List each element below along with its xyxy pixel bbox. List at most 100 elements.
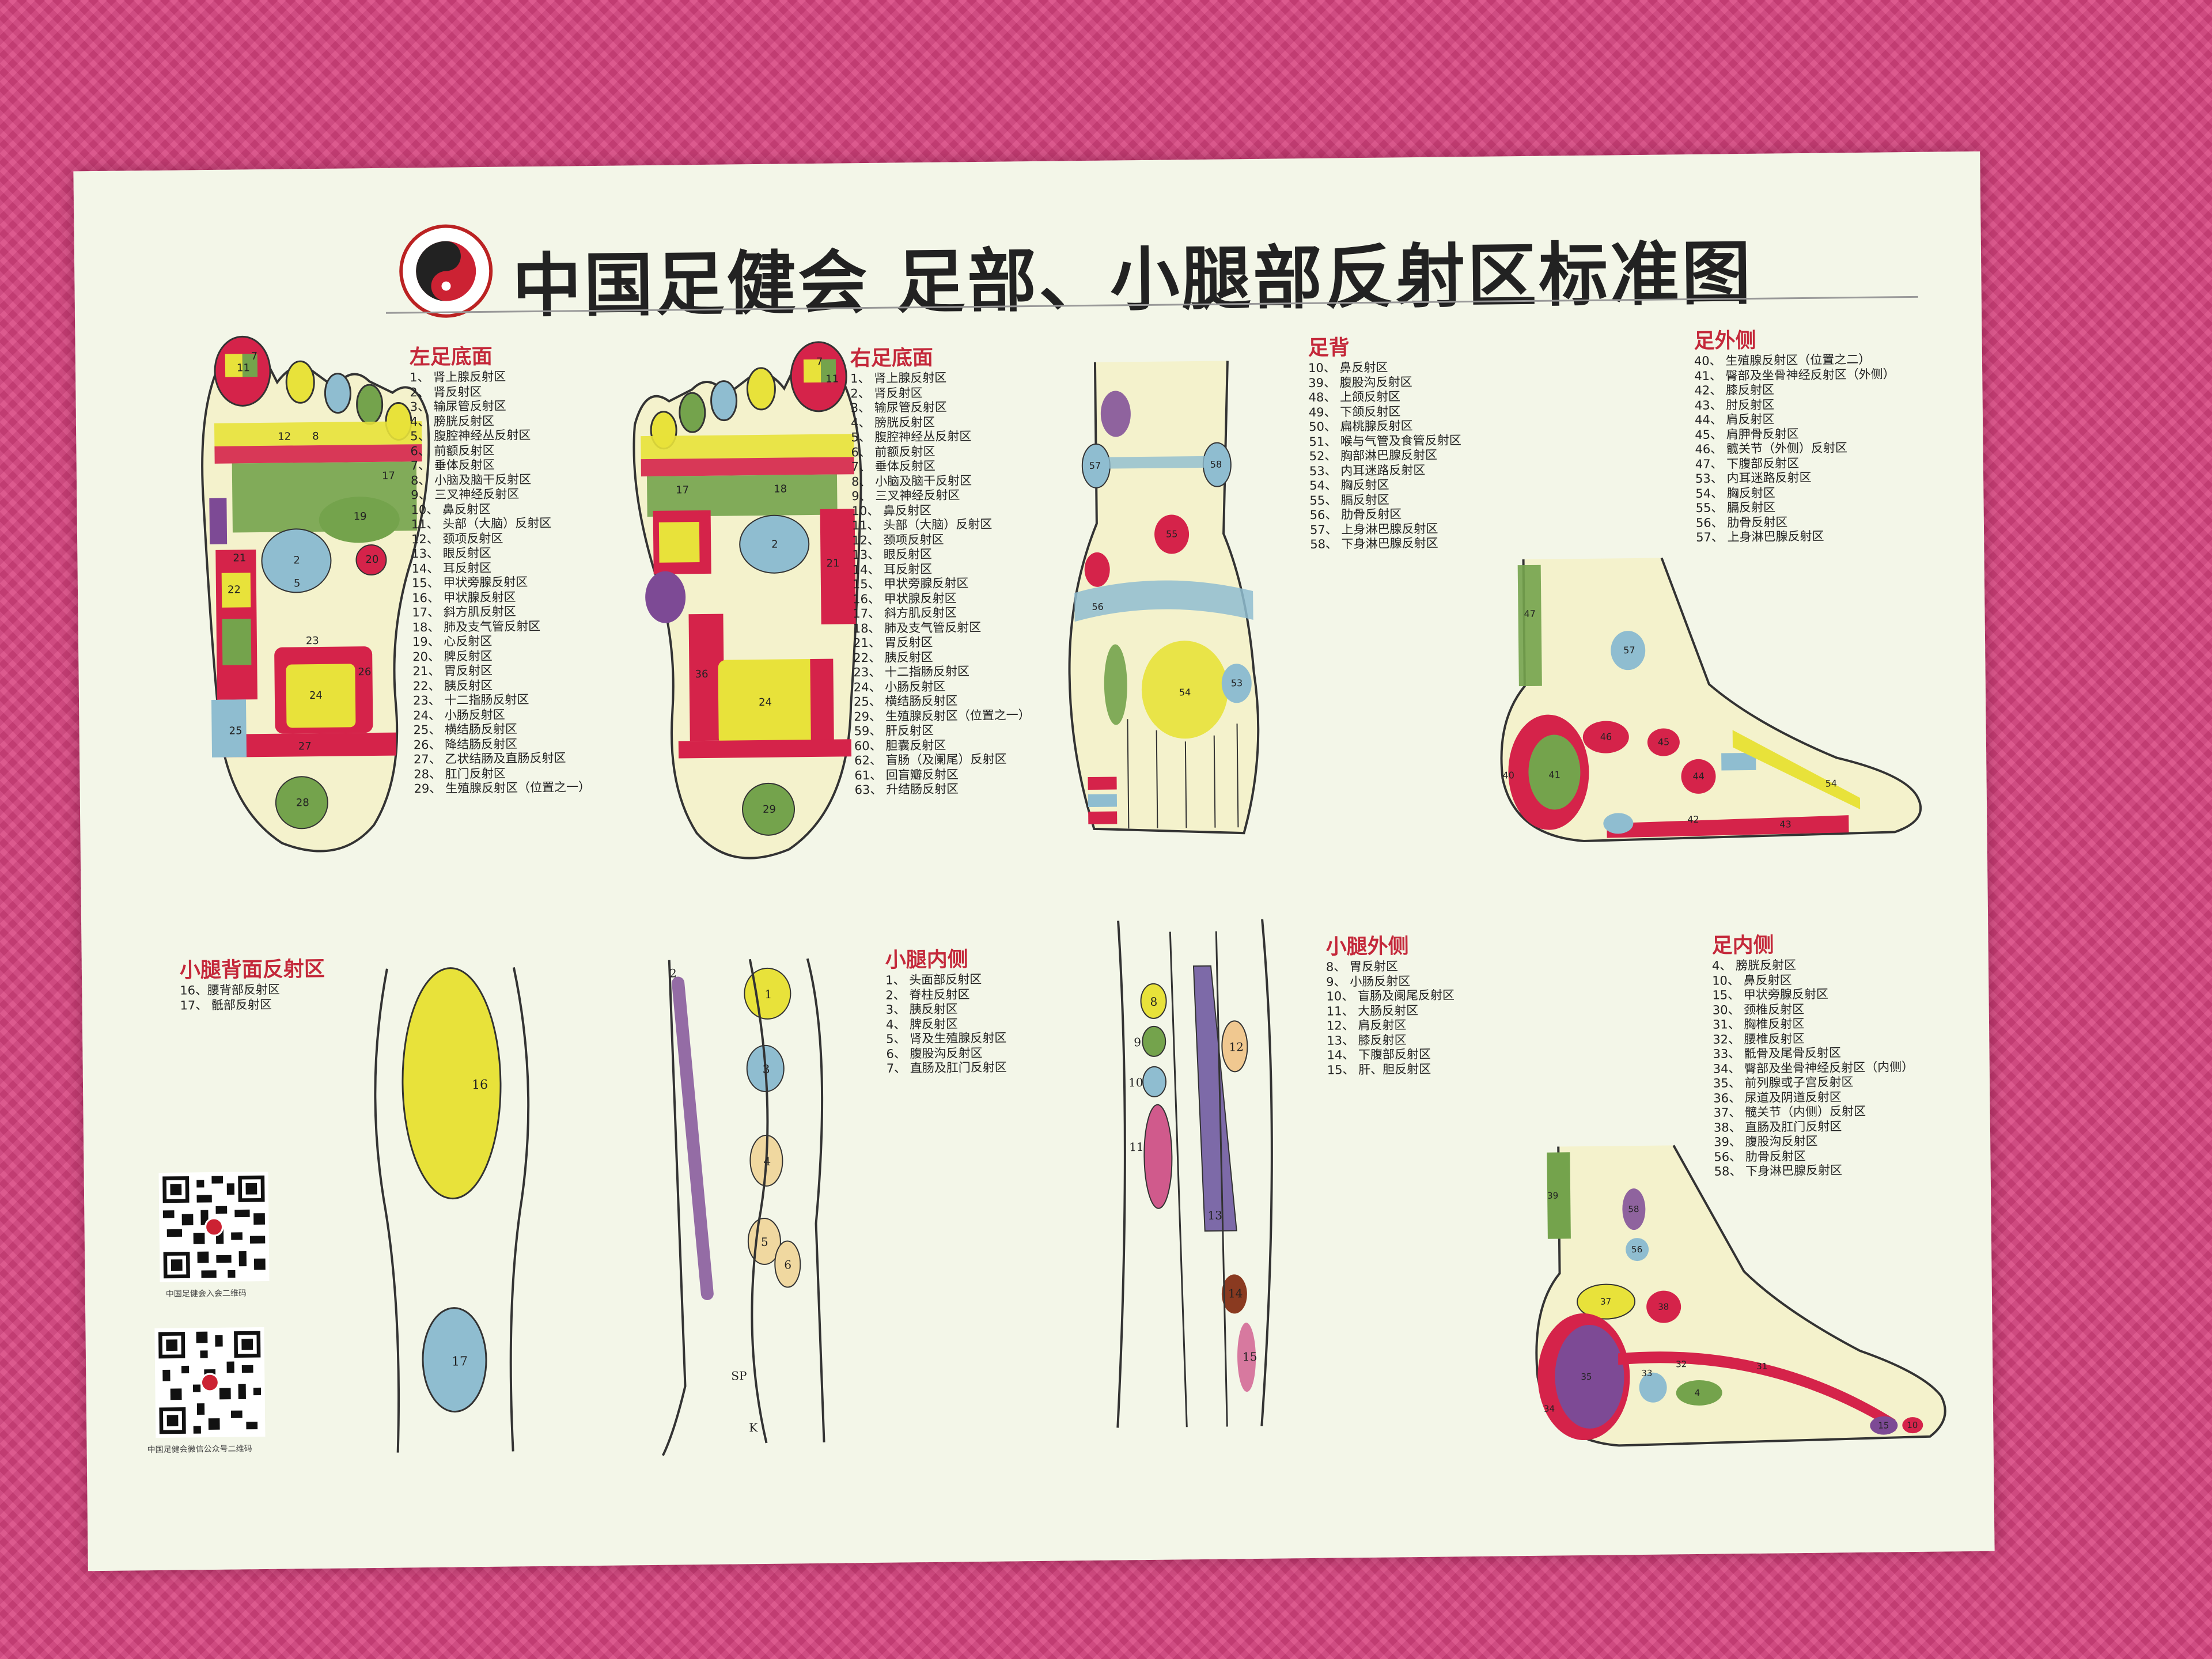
legend-item: 19、 心反射区 [412,634,493,649]
legend-item: 22、 胰反射区 [412,678,493,693]
left-sole-zone-label: 20 [365,554,378,566]
legend-item: 8、 胃反射区 [1325,959,1399,974]
legend-item: 18、 肺及支气管反射区 [412,619,541,634]
calf-back-zone-label: 17 [452,1354,468,1369]
outer-foot-zone-label: 43 [1779,819,1791,830]
page-title: 中国足健会 足部、小腿部反射区标准图 [512,233,1753,327]
legend-item: 33、 骶骨及尾骨反射区 [1713,1046,1842,1061]
calf-back-figure: 16 17 [374,967,530,1453]
legend-item: 31、 胸椎反射区 [1712,1017,1805,1032]
left-sole-zone-label: 22 [228,584,241,596]
calf-outer-zone-label: 11 [1129,1140,1144,1154]
calf-inner-zone-label: 6 [784,1257,791,1271]
calf-outer-zone-label: 15 [1243,1350,1257,1363]
legend-item: 16、 甲状腺反射区 [853,590,957,606]
legend-item: 6、 前额反射区 [851,444,935,459]
legend-item: 3、 输尿管反射区 [410,399,506,414]
legend-item: 3、 胰反射区 [885,1002,958,1017]
legend-item: 16、 甲状腺反射区 [412,589,516,605]
legend-item: 55、 膈反射区 [1309,493,1389,507]
legend-item: 14、 耳反射区 [411,560,492,575]
instep-zone-label: 56 [1092,601,1104,612]
legend-item: 10、 鼻反射区 [411,502,491,517]
legend-item: 9、 三叉神经反射区 [851,488,960,503]
legend-item: 53、 内耳迷路反射区 [1695,470,1812,486]
right-sole-zone-label: 2 [771,539,778,551]
legend-item: 29、 生殖腺反射区（位置之一） [854,707,1031,724]
left-sole-zone-label: 28 [296,797,309,809]
legend-item: 28、 肛门反射区 [414,766,506,781]
legend-item: 4、 膀胱反射区 [850,415,935,430]
legend-item: 13、 眼反射区 [411,546,491,561]
outer-foot-zone-label: 57 [1623,645,1635,656]
legend-item: 5、 肾及生殖腺反射区 [886,1031,1007,1046]
instep-zone-label: 54 [1179,687,1191,698]
legend-item: 42、 膝反射区 [1694,382,1775,397]
legend-item: 54、 胸反射区 [1309,478,1389,493]
left-sole-figure: 11 7 12 8 17 19 21 20 22 2 5 23 26 24 25… [201,335,430,853]
outer-foot-zone-label: 41 [1548,769,1560,780]
outer-foot-zone-label: 44 [1692,771,1705,782]
inner-foot-zone-label: 35 [1581,1372,1592,1382]
calf-outer-zone-label: 12 [1229,1040,1244,1054]
inner-foot-title: 足内侧 [1711,933,1774,958]
legend-item: 12、 肩反射区 [1326,1018,1407,1033]
legend-item: 14、 下腹部反射区 [1327,1047,1431,1062]
left-sole-zone-label: 2 [293,554,300,566]
legend-item: 10、 鼻反射区 [1308,360,1388,375]
legend-item: 44、 肩反射区 [1694,412,1775,427]
right-sole-figure: 7 11 17 18 21 2 36 24 29 [632,341,862,859]
legend-item: 63、 升结肠反射区 [854,782,959,797]
legend-item: 22、 胰反射区 [853,650,933,665]
outer-foot-figure: 40 41 42 47 57 46 45 44 43 54 [1500,557,1922,843]
inner-foot-zone-label: 39 [1547,1191,1558,1201]
legend-item: 11、 头部（大脑）反射区 [851,517,993,533]
wechat-qr-code-icon[interactable] [154,1327,266,1438]
legend-item: 8、 小脑及脑干反射区 [851,473,972,488]
legend-item: 4、 脾反射区 [885,1016,959,1032]
legend-item: 29、 生殖腺反射区（位置之一） [414,780,591,796]
legend-item: 5、 腹腔神经丛反射区 [410,428,531,444]
right-sole-zone-label: 36 [695,668,708,680]
legend-item: 48、 上颌反射区 [1308,389,1401,404]
calf-inner-zone-label: 5 [761,1235,768,1249]
inner-foot-zone-label: 33 [1641,1368,1652,1378]
left-sole-zone-label: 17 [382,470,395,482]
legend-item: 12、 颈项反射区 [411,531,503,546]
instep-figure: 57 58 56 55 54 53 [1068,361,1260,835]
legend-item: 60、 胆囊反射区 [854,738,946,753]
membership-qr-code-icon[interactable] [158,1171,270,1282]
legend-item: 43、 肘反射区 [1694,397,1775,412]
legend-item: 39、 腹股沟反射区 [1308,374,1412,390]
legend-item: 35、 前列腺或子宫反射区 [1713,1075,1854,1090]
legend-item: 51、 喉与气管及食管反射区 [1309,433,1461,449]
legend-item: 40、 生殖腺反射区（位置之二） [1694,352,1871,368]
legend-item: 58、 下身淋巴腺反射区 [1310,536,1438,551]
legend-item: 7、 垂体反射区 [851,459,935,474]
calf-inner-zone-label: SP [731,1369,747,1382]
legend-item: 47、 下腹部反射区 [1695,456,1800,471]
legend-item: 2、 脊柱反射区 [885,987,970,1002]
inner-foot-zone-label: 38 [1658,1302,1669,1312]
legend-item: 27、 乙状结肠及直肠反射区 [413,751,566,767]
legend-item: 15、 甲状旁腺反射区 [411,575,528,590]
right-sole-zone-label: 21 [826,558,839,570]
legend-item: 13、 眼反射区 [852,547,932,562]
inner-foot-zone-label: 10 [1907,1420,1918,1430]
legend-item: 1、 头面部反射区 [885,972,982,987]
right-sole-zone-label: 29 [763,804,776,816]
reflexology-chart-sheet: 中国足健会 足部、小腿部反射区标准图 11 7 12 8 1 [73,151,1995,1571]
legend-item: 36、 尿道及阴道反射区 [1713,1089,1842,1105]
legend-item: 11、 头部（大脑）反射区 [411,516,552,532]
legend-item: 1、 肾上腺反射区 [850,370,947,386]
membership-qr-caption: 中国足健会入会二维码 [165,1289,247,1299]
legend-item: 24、 小肠反射区 [853,679,946,694]
legend-item: 7、 直肠及肛门反射区 [886,1060,1007,1075]
legend-item: 45、 肩胛骨反射区 [1695,426,1799,442]
legend-item: 53、 内耳迷路反射区 [1309,463,1426,478]
inner-foot-zone-label: 32 [1676,1359,1687,1369]
